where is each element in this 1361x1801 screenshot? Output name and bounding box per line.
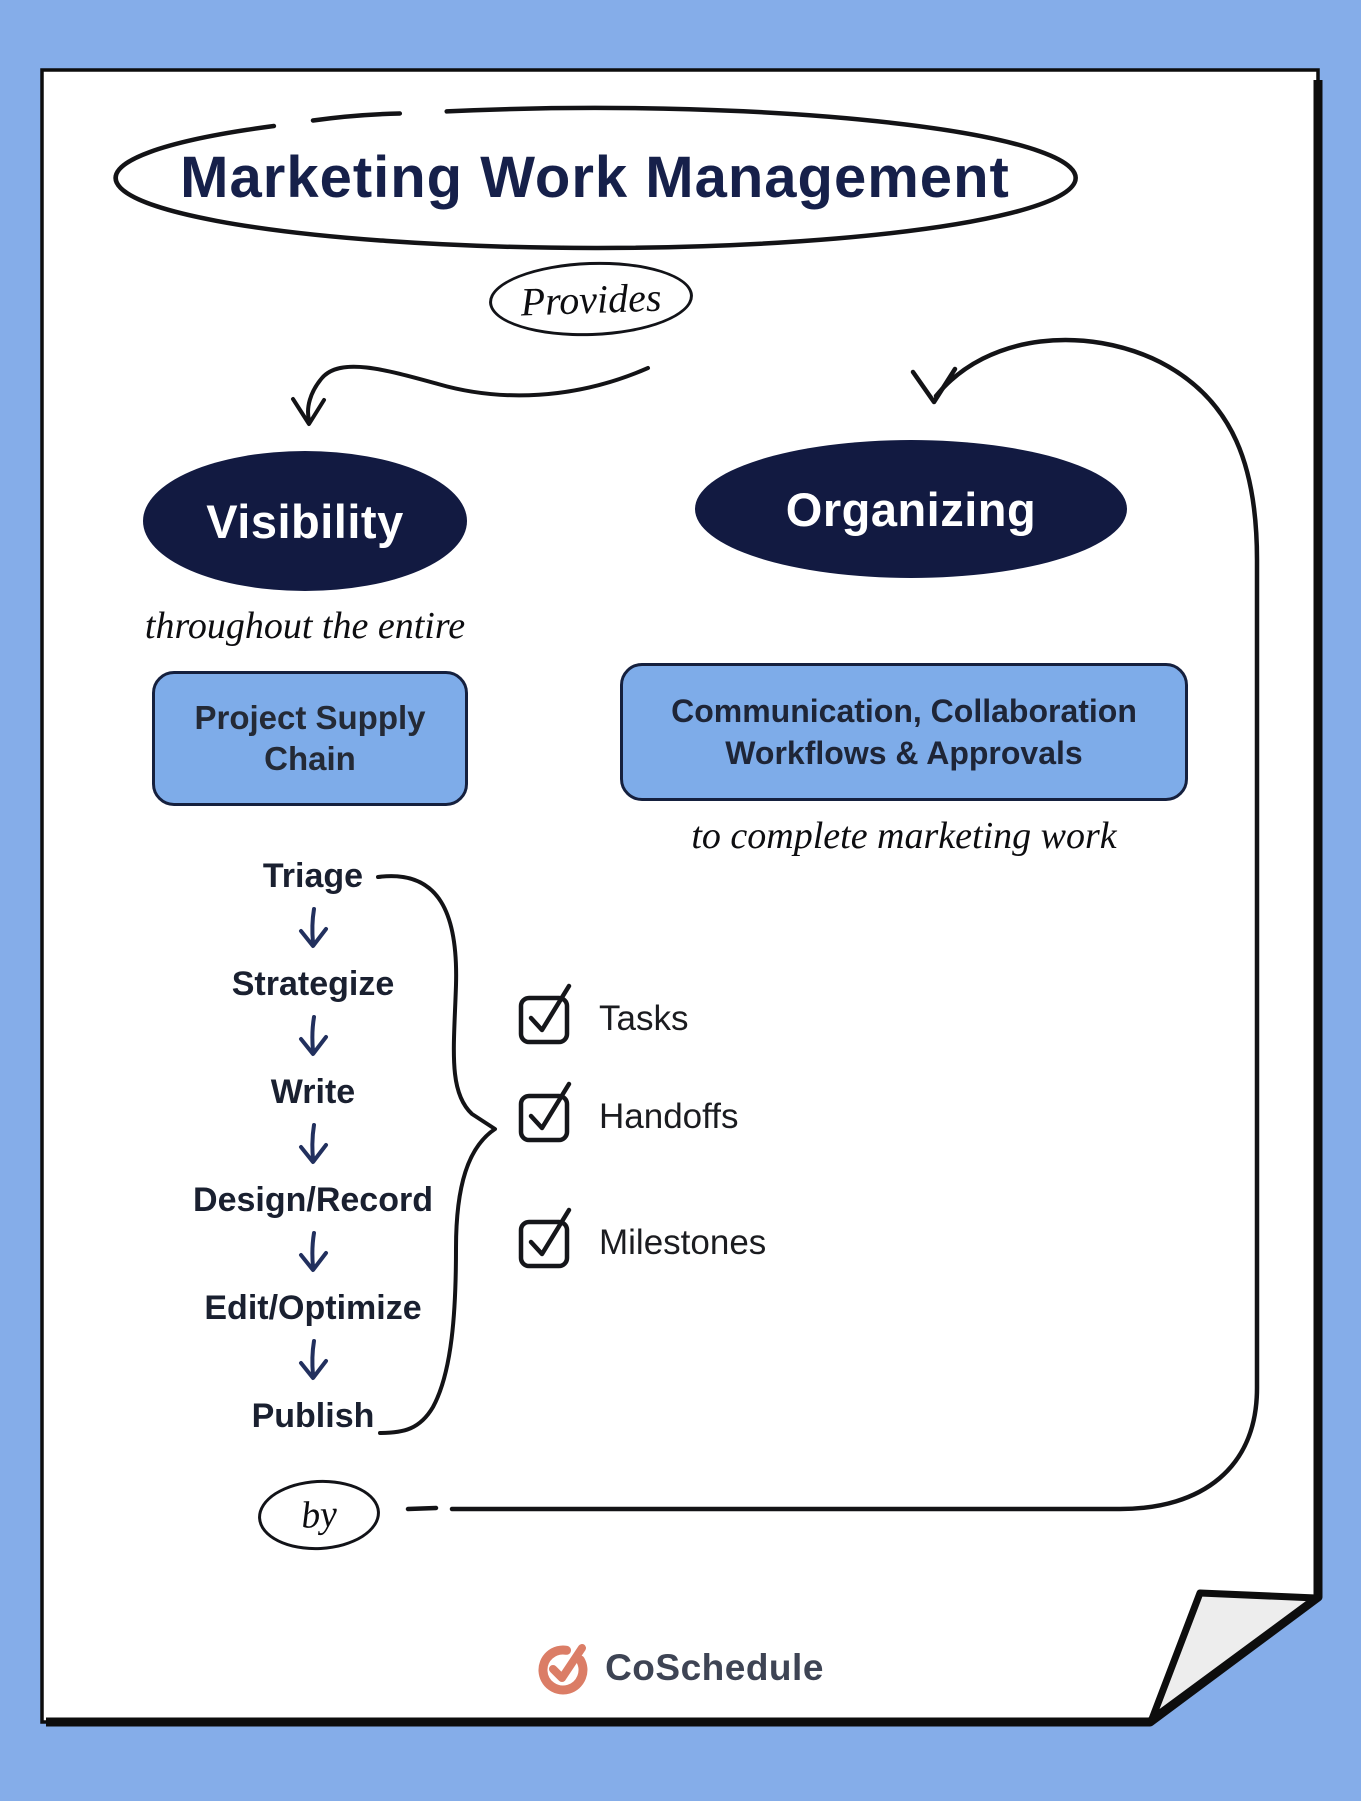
checklist-item-handoffs: Handoffs (517, 1078, 738, 1144)
checklist-label: Tasks (599, 999, 689, 1038)
checklist-label: Handoffs (599, 1097, 739, 1136)
provides-label: Provides (519, 274, 663, 324)
flow-step-edit-optimize: Edit/Optimize (204, 1289, 422, 1327)
visibility-label: Visibility (206, 494, 404, 548)
flow-step-strategize: Strategize (231, 965, 395, 1003)
by-label: by (299, 1493, 339, 1537)
checkbox-checked-icon (518, 1207, 572, 1269)
organizing-subtitle: to complete marketing work (691, 815, 1117, 857)
flow-step-publish: Publish (251, 1397, 375, 1435)
checklist-label: Milestones (599, 1223, 767, 1262)
down-arrow-icon (299, 907, 328, 948)
down-arrow-icon (299, 1231, 328, 1272)
project-supply-chain-box: Project Supply Chain (152, 671, 468, 806)
page-fold-corner (1148, 1589, 1320, 1723)
checklist-item-milestones: Milestones (517, 1204, 766, 1270)
communication-line1: Communication, Collaboration (671, 692, 1137, 729)
flow-step-design-record: Design/Record (193, 1181, 433, 1219)
project-supply-chain-label: Project Supply Chain (194, 699, 426, 777)
brand-name: CoSchedule (605, 1647, 824, 1688)
organizing-label: Organizing (785, 482, 1037, 536)
communication-line2: Workflows & Approvals (725, 735, 1083, 771)
flow-step-triage: Triage (262, 857, 364, 895)
checklist-item-tasks: Tasks (517, 980, 688, 1046)
visibility-subtitle: throughout the entire (144, 605, 466, 647)
communication-box: Communication, Collaboration Workflows &… (620, 663, 1188, 801)
supply-chain-flow: Triage Strategize Write Design/Record Ed… (133, 854, 493, 1438)
page-title: Marketing Work Management (180, 145, 1010, 210)
visibility-node: Visibility (143, 451, 467, 591)
checkbox-checked-icon (518, 1081, 572, 1143)
checkbox-checked-icon (518, 983, 572, 1045)
coschedule-logo-icon (538, 1644, 588, 1695)
organizing-node: Organizing (695, 440, 1127, 578)
flow-step-write: Write (270, 1073, 356, 1111)
brand-footer: CoSchedule (0, 1640, 1361, 1696)
down-arrow-icon (299, 1015, 328, 1056)
down-arrow-icon (299, 1339, 328, 1380)
down-arrow-icon (299, 1123, 328, 1164)
